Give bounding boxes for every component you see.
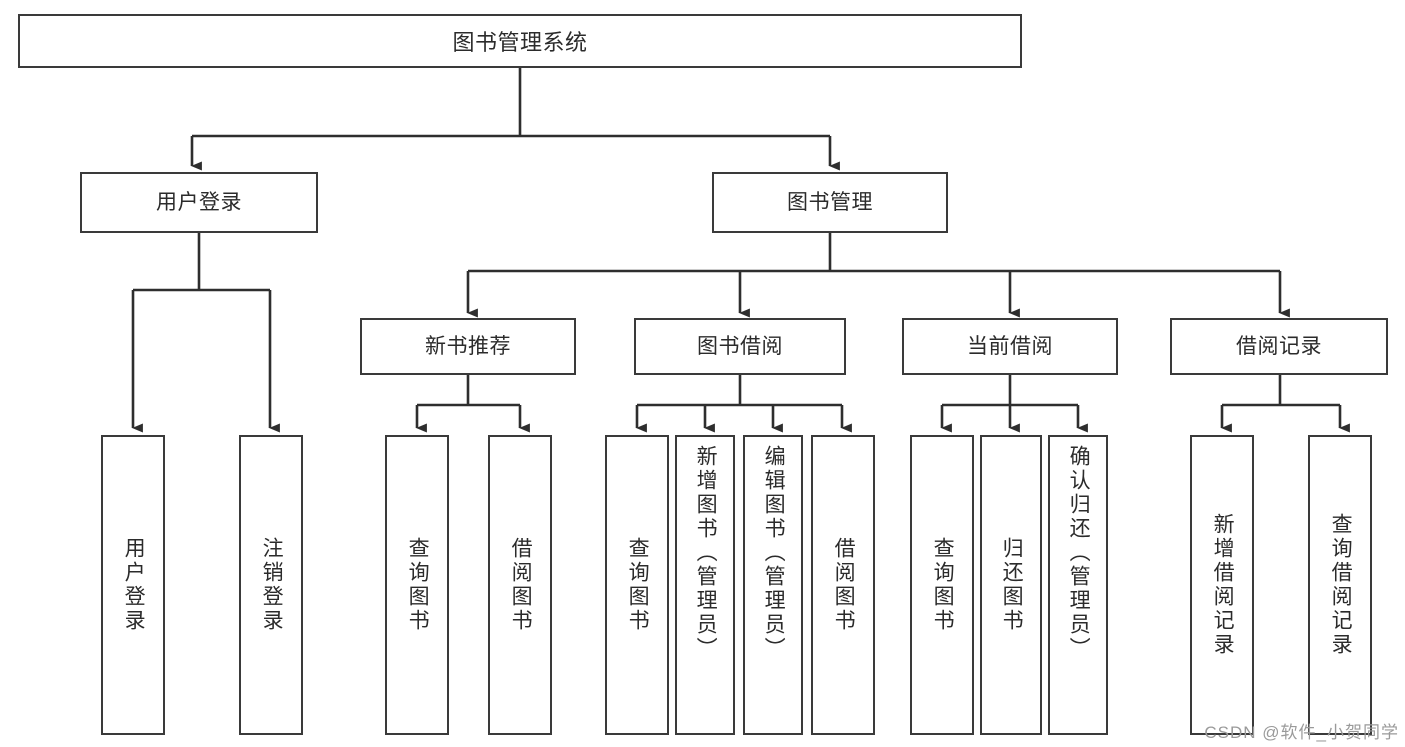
node-current-borrow[interactable]: 当前借阅	[902, 318, 1118, 375]
node-new-book-recommend[interactable]: 新书推荐	[360, 318, 576, 375]
leaf-return-book[interactable]: 归还图书	[980, 435, 1042, 735]
leaf-user-login[interactable]: 用户登录	[101, 435, 165, 735]
leaf-borrow-book[interactable]: 借阅图书	[811, 435, 875, 735]
node-book-management[interactable]: 图书管理	[712, 172, 948, 233]
leaf-logout[interactable]: 注销登录	[239, 435, 303, 735]
leaf-query-book-recommend[interactable]: 查询图书	[385, 435, 449, 735]
leaf-query-borrow-record[interactable]: 查询借阅记录	[1308, 435, 1372, 735]
watermark-label: CSDN @软件_小贺同学	[1204, 723, 1399, 742]
leaf-add-book-admin[interactable]: 新增图书（管理员）	[675, 435, 735, 735]
leaf-add-borrow-record[interactable]: 新增借阅记录	[1190, 435, 1254, 735]
node-borrow-record[interactable]: 借阅记录	[1170, 318, 1388, 375]
leaf-borrow-book-recommend[interactable]: 借阅图书	[488, 435, 552, 735]
node-root-system[interactable]: 图书管理系统	[18, 14, 1022, 68]
node-user-login[interactable]: 用户登录	[80, 172, 318, 233]
leaf-query-book-borrow[interactable]: 查询图书	[605, 435, 669, 735]
node-book-borrow[interactable]: 图书借阅	[634, 318, 846, 375]
leaf-query-book-current[interactable]: 查询图书	[910, 435, 974, 735]
leaf-edit-book-admin[interactable]: 编辑图书（管理员）	[743, 435, 803, 735]
leaf-confirm-return-admin[interactable]: 确认归还（管理员）	[1048, 435, 1108, 735]
